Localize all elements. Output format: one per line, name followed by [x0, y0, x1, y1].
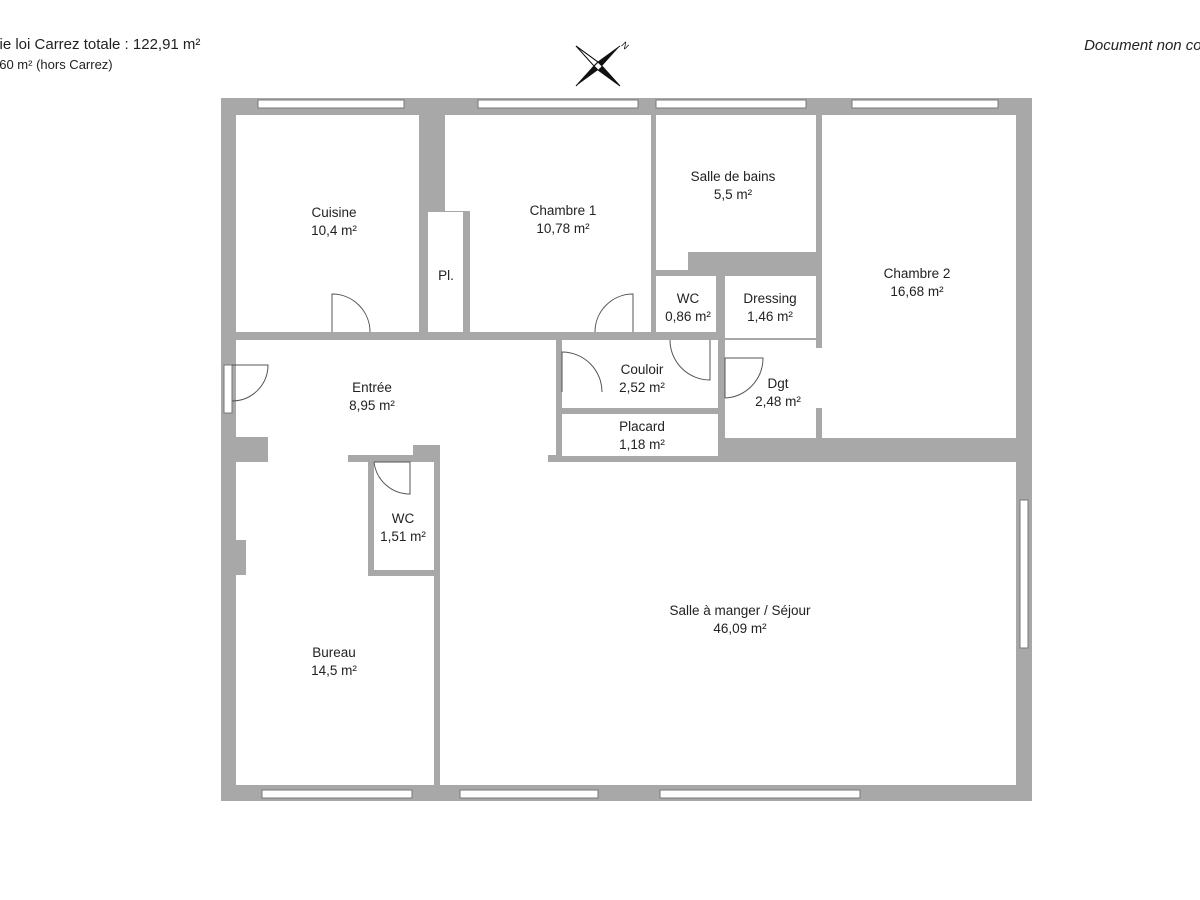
room-name: WC: [677, 291, 700, 306]
compass-icon: N: [575, 40, 631, 87]
room-area: 1,18 m²: [619, 437, 665, 452]
carrez-total-text: cie loi Carrez totale : 122,91 m²: [0, 36, 201, 53]
room-name: Salle de bains: [691, 169, 776, 184]
room-name: Chambre 1: [530, 203, 597, 218]
room-area: 10,4 m²: [311, 223, 357, 238]
room-placard: [562, 414, 718, 456]
room-area: 2,52 m²: [619, 380, 665, 395]
room-dgt: [725, 340, 816, 438]
room-area: 5,5 m²: [714, 187, 753, 202]
room-couloir: [562, 340, 718, 408]
disclaimer-text: Document non con: [1084, 37, 1200, 54]
room-name: Pl.: [438, 268, 454, 283]
room-area: 16,68 m²: [890, 284, 944, 299]
room-name: Dressing: [743, 291, 796, 306]
room-name: Bureau: [312, 645, 356, 660]
room-labels: Cuisine 10,4 m² Pl. Chambre 1 10,78 m² S…: [311, 169, 950, 678]
room-name: Couloir: [621, 362, 664, 377]
room-salle-de-bains: [656, 115, 816, 252]
room-sejour: [440, 462, 1016, 785]
room-wc-small: [656, 276, 716, 332]
room-name: Chambre 2: [884, 266, 951, 281]
room-entree: [236, 340, 556, 455]
room-wc-large: [374, 462, 434, 570]
room-area: 10,78 m²: [536, 221, 590, 236]
room-area: 1,46 m²: [747, 309, 793, 324]
room-cuisine: [236, 115, 419, 332]
room-name: Dgt: [767, 376, 788, 391]
hors-carrez-text: 260 m² (hors Carrez): [0, 57, 113, 72]
room-chambre-2: [822, 115, 1016, 438]
room-area: 8,95 m²: [349, 398, 395, 413]
room-area: 2,48 m²: [755, 394, 801, 409]
windows: [223, 99, 1029, 799]
room-name: WC: [392, 511, 415, 526]
rooms: [236, 115, 1016, 785]
room-area: 0,86 m²: [665, 309, 711, 324]
compass-north-label: N: [619, 40, 631, 52]
room-name: Salle à manger / Séjour: [669, 603, 811, 618]
room-chambre-1: [445, 115, 651, 211]
room-area: 46,09 m²: [713, 621, 767, 636]
room-name: Entrée: [352, 380, 392, 395]
room-name: Cuisine: [311, 205, 356, 220]
room-dressing: [725, 276, 816, 338]
room-name: Placard: [619, 419, 665, 434]
room-area: 1,51 m²: [380, 529, 426, 544]
room-placard-pl: [428, 212, 463, 332]
doors: [231, 293, 764, 495]
room-area: 14,5 m²: [311, 663, 357, 678]
